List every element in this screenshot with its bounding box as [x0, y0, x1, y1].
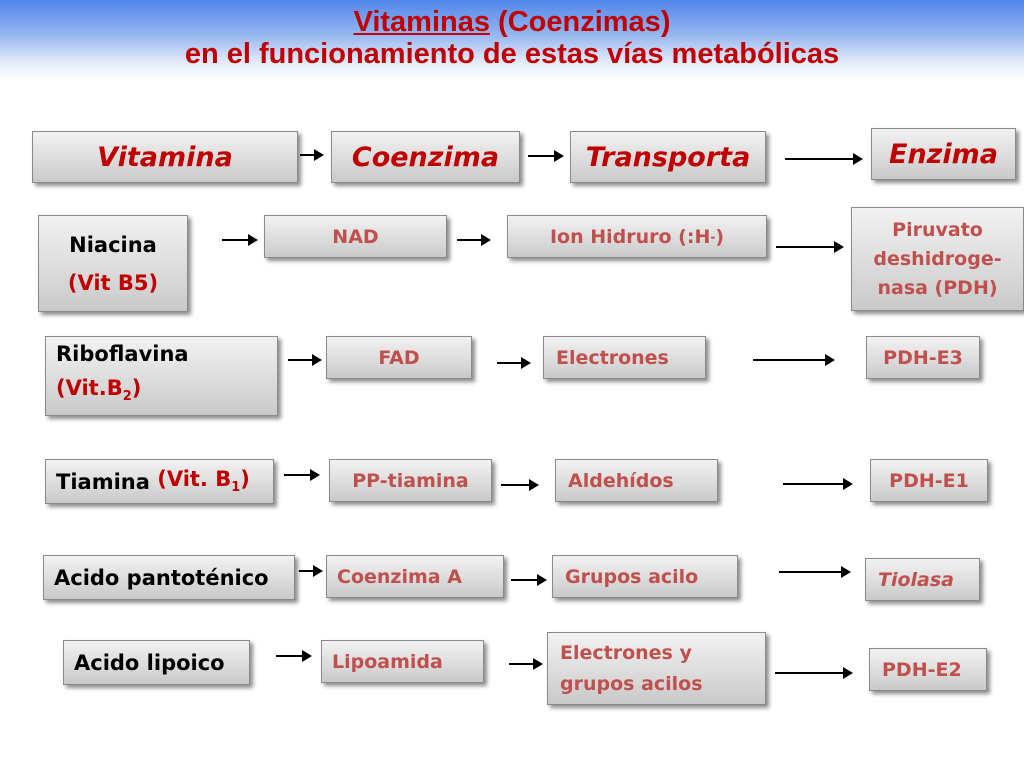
arrow-riboflavina-1 — [288, 354, 322, 366]
vitamin-riboflavina-name: Riboflavina — [56, 342, 189, 367]
vitamin-niacina-name: Niacina — [69, 232, 157, 257]
enzyme-pdh-e3: PDH-E3 — [866, 336, 980, 379]
arrow-lipoico-3 — [775, 667, 853, 679]
vitamin-tiamina-code: (Vit. B1) — [157, 467, 250, 495]
title-vitaminas: Vitaminas — [353, 6, 490, 38]
arrow-tiamina-1 — [284, 469, 320, 481]
arrow-pantotenico-1 — [299, 565, 323, 577]
transport-grupos-acilo: Grupos acilo — [552, 555, 738, 598]
title-coenzimas: (Coenzimas) — [490, 6, 671, 38]
title-line-1: Vitaminas (Coenzimas) — [0, 5, 1024, 39]
enzyme-pdh-e1: PDH-E1 — [870, 459, 988, 502]
enzyme-tiolasa: Tiolasa — [865, 558, 980, 601]
vitamin-tiamina-name: Tiamina — [56, 469, 158, 494]
title-line-2: en el funcionamiento de estas vías metab… — [184, 38, 840, 70]
vitamin-tiamina-code-sub: 1 — [231, 480, 241, 496]
enzyme-piruvato-deshidrogenasa: Piruvato deshidroge- nasa (PDH) — [851, 207, 1024, 311]
arrow-riboflavina-2 — [497, 357, 531, 369]
vitamin-riboflavina-code-sub: 2 — [122, 389, 132, 405]
vitamin-acido-lipoico: Acido lipoico — [63, 640, 250, 685]
enzyme-pdh-line1: Piruvato — [892, 218, 983, 241]
vitamin-riboflavina-code-prefix: (Vit.B — [56, 376, 123, 401]
enzyme-pdh-line2: deshidroge- — [873, 247, 1002, 270]
header-transporta: Transporta — [570, 131, 766, 183]
transport-ion-hidruro-end: ) — [715, 225, 725, 248]
arrow-tiamina-3 — [783, 478, 853, 490]
vitamin-riboflavina-code: (Vit.B2) — [56, 371, 141, 414]
transport-ion-hidruro-sup: - — [710, 229, 716, 244]
title-band — [0, 0, 1024, 80]
header-vitamina: Vitamina — [32, 131, 298, 183]
arrow-niacina-2 — [457, 234, 491, 246]
vitamin-acido-pantotenico: Acido pantoténico — [43, 555, 295, 600]
vitamin-tiamina: Tiamina (Vit. B1) — [45, 459, 274, 504]
transport-grupos-acilos: grupos acilos — [560, 672, 703, 695]
coenzyme-fad: FAD — [326, 336, 472, 379]
arrow-tiamina-2 — [501, 479, 539, 491]
coenzyme-coenzima-a: Coenzima A — [326, 555, 504, 598]
arrow-header-2 — [528, 150, 564, 162]
arrow-pantotenico-2 — [511, 574, 547, 586]
vitamin-niacina-code: (Vit B5) — [67, 270, 159, 295]
coenzyme-pp-tiamina: PP-tiamina — [329, 459, 492, 502]
arrow-lipoico-2 — [509, 658, 543, 670]
vitamin-tiamina-code-suffix: ) — [240, 467, 250, 492]
coenzyme-lipoamida: Lipoamida — [321, 640, 484, 683]
transport-electrones-grupos-acilos: Electrones y grupos acilos — [547, 632, 766, 705]
coenzyme-nad: NAD — [264, 215, 447, 258]
enzyme-pdh-e2: PDH-E2 — [869, 648, 987, 691]
transport-electrones: Electrones — [543, 336, 706, 379]
transport-ion-hidruro-main: Ion Hidruro (:H — [549, 225, 711, 248]
arrow-header-1 — [300, 149, 324, 161]
arrow-niacina-1 — [222, 234, 258, 246]
transport-electrones-y: Electrones y — [560, 641, 692, 664]
enzyme-pdh-line3: nasa (PDH) — [877, 276, 998, 299]
header-enzima: Enzima — [871, 128, 1016, 180]
arrow-header-3 — [785, 153, 863, 165]
arrow-lipoico-1 — [276, 650, 312, 662]
arrow-pantotenico-3 — [779, 566, 851, 578]
arrow-niacina-3 — [776, 241, 844, 253]
vitamin-riboflavina: Riboflavina (Vit.B2) — [45, 336, 278, 416]
transport-aldehidos: Aldehídos — [555, 459, 718, 502]
vitamin-niacina: Niacina (Vit B5) — [38, 215, 188, 312]
arrow-riboflavina-3 — [753, 354, 835, 366]
transport-ion-hidruro: Ion Hidruro (:H -) — [507, 215, 767, 258]
vitamin-riboflavina-code-suffix: ) — [131, 376, 142, 401]
vitamin-tiamina-code-prefix: (Vit. B — [157, 467, 232, 492]
header-coenzima: Coenzima — [331, 131, 520, 183]
